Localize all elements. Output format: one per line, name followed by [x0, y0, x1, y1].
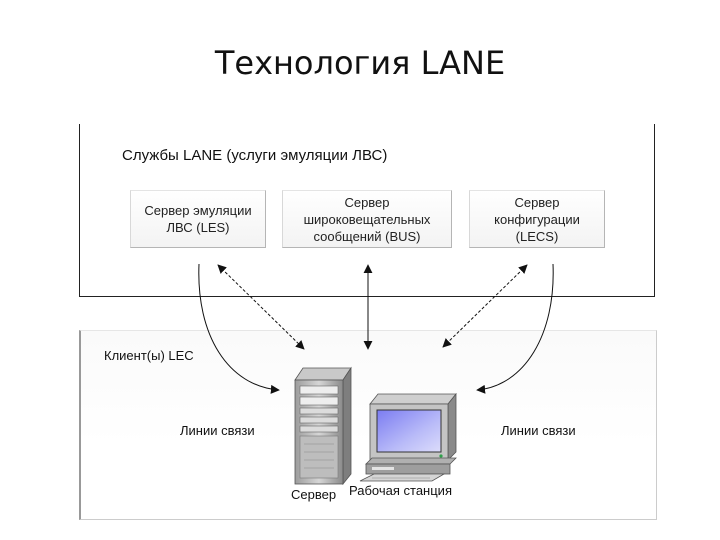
les-server-box: Сервер эмуляции ЛВС (LES) [130, 190, 266, 248]
left-link-curve [198, 263, 280, 394]
server-tower-icon [294, 366, 352, 486]
links-right-label: Линии связи [501, 423, 576, 438]
bus-server-box: Сервер широковещательных сообщений (BUS) [282, 190, 452, 248]
lecs-double-arrow [442, 264, 528, 348]
workstation-label: Рабочая станция [349, 483, 452, 498]
lec-clients-frame [79, 330, 657, 520]
lecs-server-box: Сервер конфигурации (LECS) [469, 190, 605, 248]
slide-title: Технология LANE [214, 44, 506, 82]
les-double-arrow [217, 264, 305, 350]
lane-services-label: Службы LANE (услуги эмуляции ЛВС) [122, 147, 388, 164]
links-left-label: Линии связи [180, 423, 255, 438]
server-label: Сервер [291, 487, 337, 502]
right-link-curve [476, 263, 554, 394]
workstation-icon [359, 392, 457, 482]
lec-clients-label: Клиент(ы) LEC [104, 348, 194, 363]
